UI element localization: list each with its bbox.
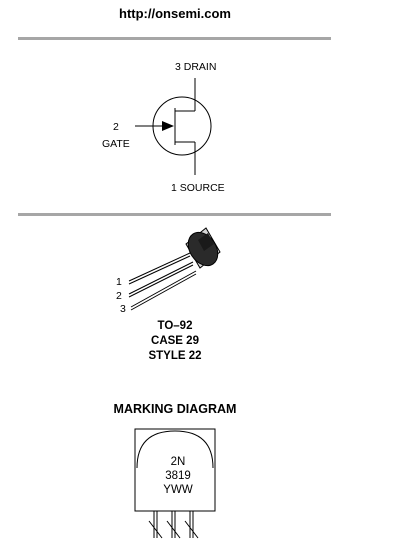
gate-number: 2	[113, 121, 119, 133]
package-body-face	[198, 233, 214, 251]
top-divider	[18, 37, 331, 40]
marking-line-2: 3819	[165, 470, 191, 482]
lead-2	[128, 261, 194, 295]
gate-arrow	[162, 121, 174, 131]
pin-label-2: 2	[116, 290, 122, 302]
lead-1	[128, 252, 191, 282]
package-style: STYLE 22	[148, 350, 202, 362]
marking-pin-bend-2	[166, 520, 181, 539]
pin-label-3: 3	[120, 303, 126, 315]
lead-1-edge	[128, 255, 191, 285]
marking-line-1: 2N	[170, 456, 186, 468]
drain-label: 3 DRAIN	[175, 61, 217, 73]
marking-flat-arc	[136, 430, 214, 469]
source-label: 1 SOURCE	[171, 182, 225, 194]
marking-pin-bend-1	[148, 520, 163, 539]
lead-2-edge	[128, 264, 194, 298]
package-name: TO–92	[157, 320, 193, 332]
pin-label-1: 1	[116, 276, 122, 288]
lead-3	[130, 270, 197, 308]
package-case: CASE 29	[151, 335, 199, 347]
gate-label: GATE	[102, 138, 130, 150]
middle-divider	[18, 213, 331, 216]
marking-pin-bend-3	[184, 520, 199, 539]
marking-line-3: YWW	[163, 484, 193, 496]
website-url: http://onsemi.com	[119, 6, 231, 21]
marking-diagram-title: MARKING DIAGRAM	[113, 402, 237, 416]
lead-3-edge	[130, 273, 197, 311]
